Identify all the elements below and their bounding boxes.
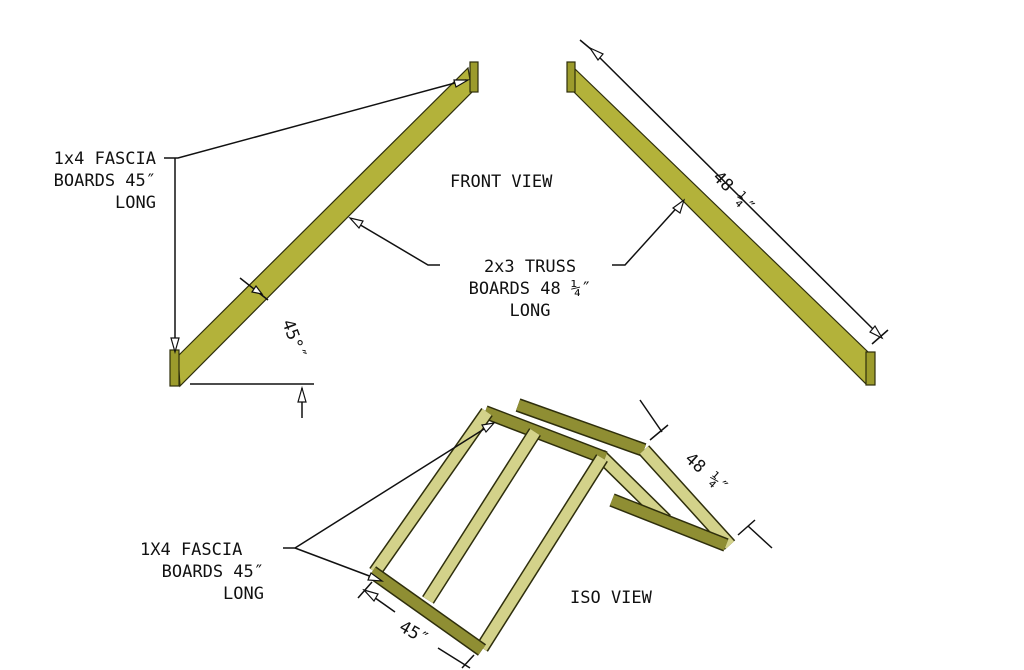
fascia-label-line2: BOARDS 45″ (54, 171, 156, 191)
iso-dimensions (283, 399, 773, 669)
iso-fascia-label-line2: BOARDS 45″ (162, 562, 264, 582)
iso-width-label: 45″ (396, 617, 433, 650)
right-truss-board (566, 61, 876, 386)
iso-fascia-label-line1: 1X4 FASCIA (140, 540, 242, 560)
front-view-title: FRONT VIEW (450, 172, 553, 192)
angle-label: 45°″ (277, 317, 310, 362)
iso-frame (367, 398, 736, 656)
truss-label-line1: 2x3 TRUSS (484, 257, 576, 277)
fascia-label-line1: 1x4 FASCIA (54, 149, 156, 169)
iso-fascia-label-line3: LONG (223, 584, 264, 604)
truss-label-line2: BOARDS 48 ¼″ (469, 279, 592, 299)
angle-dimension (190, 383, 314, 418)
left-truss-board (169, 61, 479, 388)
truss-leader-front (239, 198, 686, 301)
iso-view-title: ISO VIEW (570, 588, 653, 608)
length-dimension-front (579, 39, 889, 345)
fascia-label-line3: LONG (115, 193, 156, 213)
truss-label-line3: LONG (510, 301, 551, 321)
fascia-leader-front (164, 79, 471, 355)
